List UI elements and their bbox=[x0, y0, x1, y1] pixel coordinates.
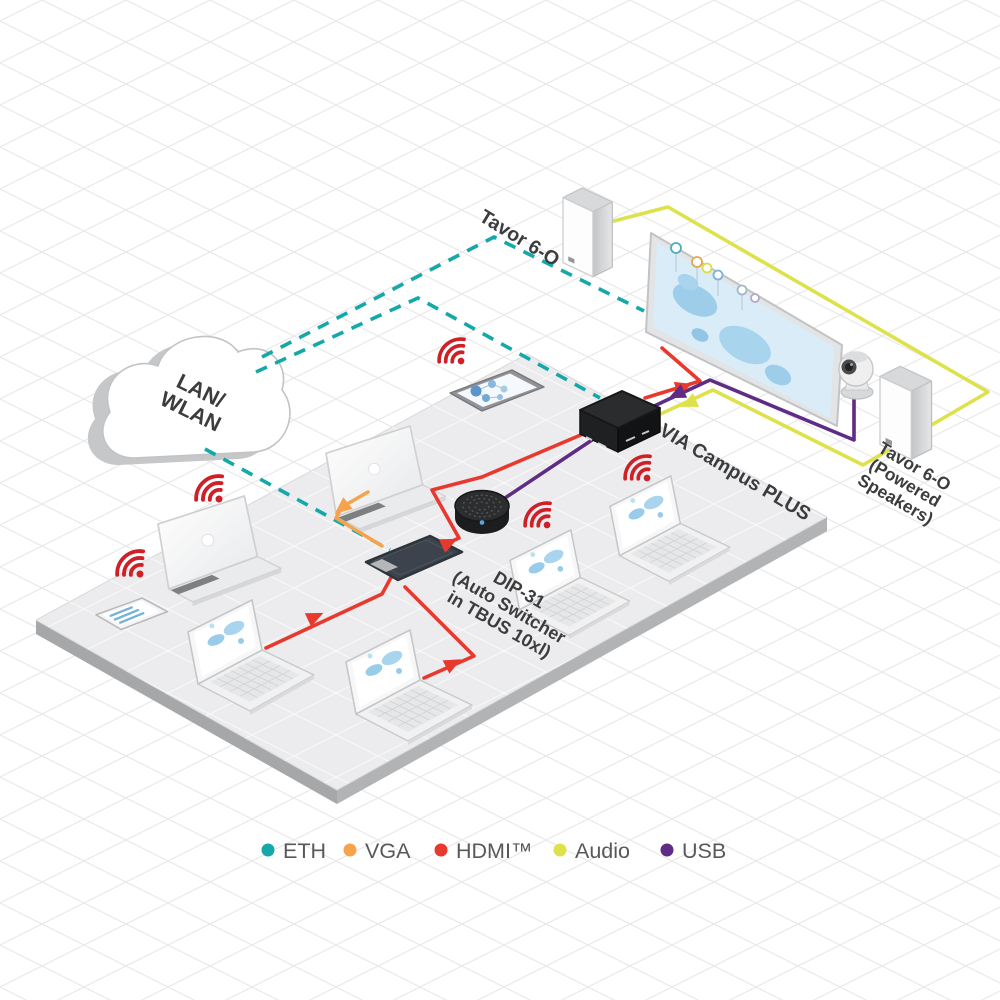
legend-item-audio: Audio bbox=[553, 839, 630, 863]
hdmi-color-dot-icon bbox=[434, 843, 448, 857]
lan-wlan-cloud bbox=[87, 335, 291, 465]
wall-display bbox=[645, 232, 843, 427]
smartphone bbox=[95, 597, 169, 631]
tbus-lid bbox=[370, 559, 398, 572]
legend-label-vga: VGA bbox=[365, 839, 411, 863]
legend-item-eth: ETH bbox=[261, 839, 326, 863]
legend: ETH VGA HDMI™ Audio USB bbox=[261, 839, 726, 863]
audio-color-dot-icon bbox=[553, 843, 567, 857]
legend-label-hdmi: HDMI™ bbox=[456, 839, 532, 863]
world-map bbox=[672, 273, 792, 386]
via-campus-plus bbox=[579, 390, 661, 453]
hdmi-cable-via-to-display bbox=[643, 346, 702, 400]
dome-camera bbox=[838, 351, 874, 400]
eth-cable-via bbox=[255, 295, 601, 400]
hdmi-cable-laptop-bottom bbox=[403, 585, 476, 680]
cloud-body bbox=[102, 335, 291, 459]
display-user-pins bbox=[670, 242, 760, 303]
table-side-right bbox=[337, 517, 827, 804]
hdmi-cable-laptop-left bbox=[264, 570, 396, 650]
legend-item-usb: USB bbox=[660, 839, 726, 863]
usb-cable-speakerphone bbox=[503, 438, 594, 500]
legend-label-eth: ETH bbox=[283, 839, 326, 863]
speakerphone bbox=[454, 489, 510, 534]
speaker-top bbox=[562, 187, 613, 278]
eth-cable-display bbox=[261, 234, 645, 359]
tablet bbox=[449, 369, 545, 412]
legend-label-usb: USB bbox=[682, 839, 726, 863]
vga-color-dot-icon bbox=[343, 843, 357, 857]
table-side-left bbox=[36, 620, 337, 804]
legend-item-vga: VGA bbox=[343, 839, 411, 863]
speakerphone-led bbox=[479, 520, 485, 525]
legend-label-audio: Audio bbox=[575, 839, 630, 863]
usb-color-dot-icon bbox=[660, 843, 674, 857]
legend-item-hdmi: HDMI™ bbox=[434, 839, 532, 863]
eth-color-dot-icon bbox=[261, 843, 275, 857]
dip-31-switcher bbox=[364, 534, 464, 582]
